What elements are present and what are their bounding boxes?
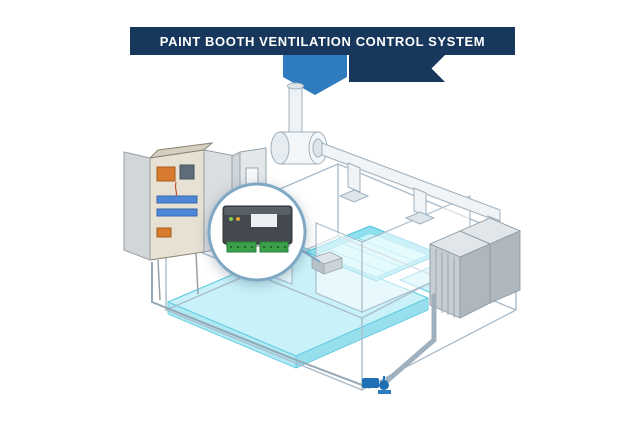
breaker-orange [156, 166, 176, 182]
terminal-block-green [259, 241, 289, 253]
floor-conduit [151, 262, 371, 389]
pump-unit [362, 376, 391, 394]
status-led-green [229, 217, 233, 221]
banner-title: PAINT BOOTH VENTILATION CONTROL SYSTEM [159, 33, 486, 49]
banner-ribbon-tail [349, 55, 445, 82]
contactor-grey [179, 164, 195, 180]
relay-orange [156, 227, 172, 238]
exhaust-stack [287, 82, 304, 135]
drain-pipe [385, 293, 437, 383]
terminal-strip-blue [156, 195, 198, 204]
status-led-amber [236, 217, 240, 221]
ahu-units [428, 217, 522, 319]
callout [207, 182, 321, 282]
banner: PAINT BOOTH VENTILATION CONTROL SYSTEM [130, 27, 515, 55]
din-controller-device [222, 205, 293, 253]
blower-fan [270, 131, 328, 165]
device-label [251, 214, 277, 227]
terminal-block-green [226, 241, 257, 253]
terminal-strip-blue [156, 208, 198, 217]
